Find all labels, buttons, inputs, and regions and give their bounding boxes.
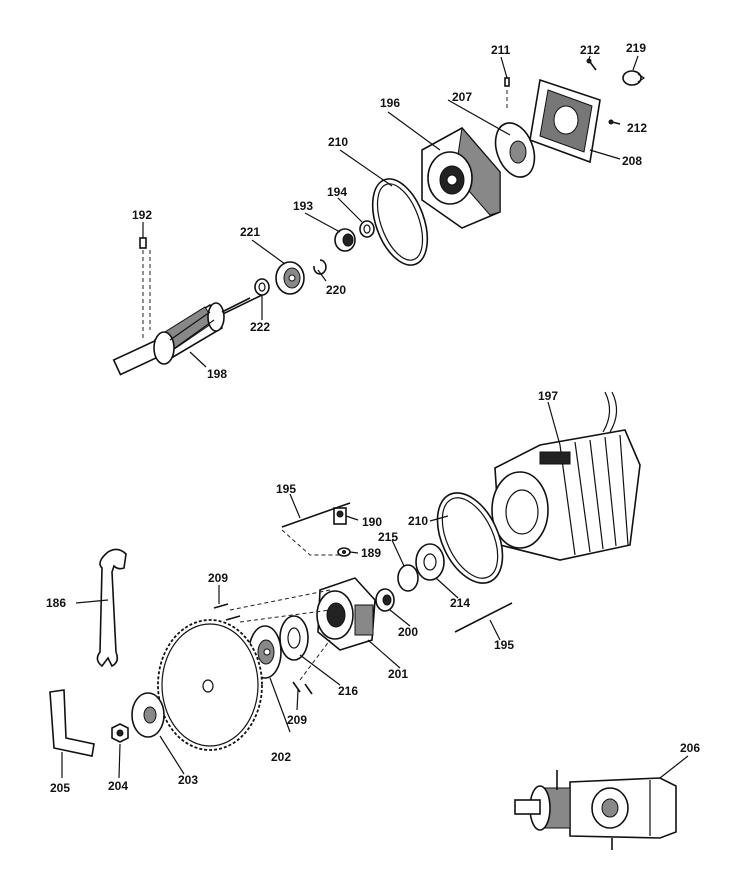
label-200: 200 bbox=[398, 625, 418, 639]
label-190: 190 bbox=[362, 515, 382, 529]
part-189-nut bbox=[337, 547, 351, 557]
label-216: 216 bbox=[338, 684, 358, 698]
part-195-rod-lower bbox=[454, 602, 513, 633]
label-186: 186 bbox=[46, 596, 66, 610]
part-209-screws-lower bbox=[292, 681, 313, 695]
label-221: 221 bbox=[240, 225, 260, 239]
part-194-washer bbox=[359, 220, 375, 238]
label-196: 196 bbox=[380, 96, 400, 110]
part-number-labels: 192 221 193 194 210 196 207 211 212 219 … bbox=[46, 41, 700, 795]
label-212-top: 212 bbox=[580, 43, 600, 57]
label-210-upper: 210 bbox=[328, 135, 348, 149]
part-210-belt-lower bbox=[436, 492, 504, 584]
label-208: 208 bbox=[622, 154, 642, 168]
part-208-fan-cover bbox=[529, 78, 601, 164]
part-205-hex-key bbox=[49, 689, 95, 757]
label-209-lower: 209 bbox=[287, 713, 307, 727]
part-200-bearing bbox=[375, 588, 395, 612]
label-202: 202 bbox=[271, 750, 291, 764]
part-214-flange bbox=[415, 543, 445, 581]
part-216-flange bbox=[279, 615, 309, 661]
part-215-gasket bbox=[397, 564, 419, 592]
part-220-circlip bbox=[313, 259, 327, 275]
part-212-screw-right bbox=[608, 119, 621, 125]
label-222: 222 bbox=[250, 320, 270, 334]
label-211: 211 bbox=[491, 43, 511, 57]
label-203: 203 bbox=[178, 773, 198, 787]
label-210-lower: 210 bbox=[408, 514, 428, 528]
label-198: 198 bbox=[207, 367, 227, 381]
part-209-screws-upper bbox=[213, 603, 241, 621]
label-212-right: 212 bbox=[627, 121, 647, 135]
label-194: 194 bbox=[327, 185, 347, 199]
part-210-belt-upper bbox=[371, 178, 429, 266]
label-204: 204 bbox=[108, 779, 128, 793]
part-saw-blade bbox=[157, 619, 263, 751]
label-219: 219 bbox=[626, 41, 646, 55]
label-205: 205 bbox=[50, 781, 70, 795]
part-190-key bbox=[333, 507, 347, 525]
label-206: 206 bbox=[680, 741, 700, 755]
part-204-nut bbox=[111, 723, 129, 743]
part-201-gear-housing bbox=[316, 577, 376, 651]
part-196-housing bbox=[421, 126, 501, 229]
part-195-rod-upper bbox=[281, 502, 351, 528]
label-189: 189 bbox=[361, 546, 381, 560]
part-207-fan bbox=[494, 122, 536, 178]
label-193: 193 bbox=[293, 199, 313, 213]
part-206-assembled-unit bbox=[514, 770, 677, 850]
part-198-armature bbox=[112, 294, 263, 376]
part-193-bearing bbox=[334, 228, 356, 252]
part-186-spanner bbox=[96, 548, 127, 668]
part-211-screw bbox=[504, 77, 510, 110]
leader-lines bbox=[61, 55, 689, 779]
label-220: 220 bbox=[326, 283, 346, 297]
label-192: 192 bbox=[132, 208, 152, 222]
part-197-motor bbox=[491, 391, 641, 561]
label-209-upper: 209 bbox=[208, 571, 228, 585]
label-195-lower: 195 bbox=[494, 638, 514, 652]
part-192-pin bbox=[139, 237, 151, 340]
part-221-bearing bbox=[275, 261, 305, 295]
label-215: 215 bbox=[378, 530, 398, 544]
part-203-outer-flange bbox=[131, 692, 165, 738]
part-219-clip bbox=[622, 70, 646, 86]
guide-dashes bbox=[229, 529, 340, 681]
part-212-screw-top bbox=[586, 58, 597, 71]
label-195-upper: 195 bbox=[276, 482, 296, 496]
label-197: 197 bbox=[538, 389, 558, 403]
label-201: 201 bbox=[388, 667, 408, 681]
label-207: 207 bbox=[452, 90, 472, 104]
part-222-bushing bbox=[254, 278, 270, 296]
label-214: 214 bbox=[450, 596, 470, 610]
